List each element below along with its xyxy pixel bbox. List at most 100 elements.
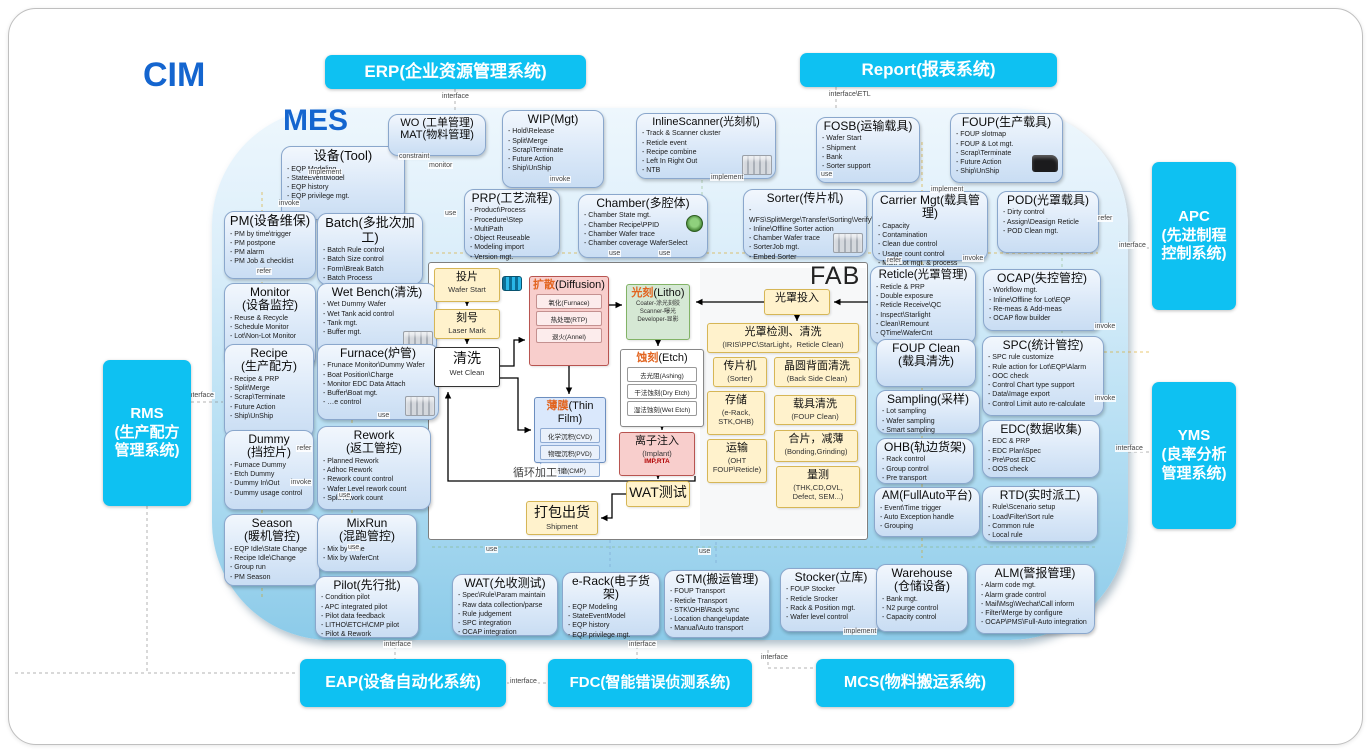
module-item: - EQP Idle\State Change: [230, 545, 307, 553]
module-item-list: - PM by time\trigger- PM postpone- PM al…: [228, 229, 312, 267]
fab-box-title: 运输: [726, 442, 748, 454]
module-item-list: - Recipe & PRP- Split\Merge- Scrap\Termi…: [228, 374, 310, 421]
connector-label: use: [820, 171, 834, 178]
module-item-list: - Condition pilot- APC integrated pilot-…: [319, 592, 415, 639]
fab-box-title: 清洗: [453, 350, 481, 366]
module-item: - Batch Size control: [323, 256, 384, 264]
fab-box-title: 打包出货: [534, 504, 590, 520]
module-item: - Dirty control: [1003, 209, 1045, 217]
connector-label: interface: [509, 678, 538, 685]
fab-box-title: 扩散(Diffusion): [531, 279, 607, 292]
module-item: - Bank: [822, 153, 843, 161]
module-item: - FOUP slotmap: [956, 131, 1007, 139]
module-item: - Inline\Offline Sorter action: [749, 225, 834, 233]
module-title: Warehouse (仓储设备): [891, 566, 953, 594]
module-foup-clean: FOUP Clean (载具清洗): [876, 339, 976, 387]
module-item: - MultiPath: [470, 225, 504, 233]
module-warehouse: Warehouse (仓储设备)- Bank mgt.- N2 purge co…: [876, 564, 968, 632]
module-item: - Double exposure: [876, 293, 934, 301]
module-stocker: Stocker(立库)- FOUP Stocker- Reticle Srock…: [780, 568, 882, 632]
module-item: - Ship\UnShip: [230, 412, 274, 420]
module-item: - Tank mgt.: [323, 319, 358, 327]
module-item: - EDC & PRP: [988, 438, 1031, 446]
fab-box-title: 光罩检测、清洗: [744, 326, 822, 338]
module-item: - Mix by Time: [323, 545, 365, 553]
module-item: - POD Clean mgt.: [1003, 227, 1059, 235]
fab-box-title: 载具清洗: [793, 398, 837, 410]
machine-icon: [742, 155, 772, 175]
module-item-list: - Workflow mgt.- Inline\Offline for Lot\…: [987, 285, 1097, 323]
fab-box-subtitle: Wet Clean: [449, 367, 485, 377]
module-item: - Common rule: [988, 522, 1035, 530]
fab-box-metrology: 量测(THK,CD,OVL, Defect, SEM...): [776, 466, 860, 508]
banner-report: Report(报表系统): [800, 53, 1057, 87]
module-title: Monitor (设备监控): [242, 285, 298, 313]
module-item: - Contamination: [878, 232, 928, 240]
module-furnace: Furnace(炉管)- Frunace Monitor\Dummy Wafer…: [317, 344, 439, 420]
module-item: - Furnace Dummy: [230, 461, 287, 469]
foup-icon: [1032, 155, 1058, 172]
module-item: - Usage count control: [878, 250, 945, 258]
module-item-list: - EQP Idle\State Change- Recipe Idle\Cha…: [228, 544, 316, 582]
module-item: - Local rule: [988, 532, 1023, 540]
fab-box-transport: 运输(OHT FOUP\Reticle): [707, 439, 767, 483]
module-item-list: - FOUP slotmap- FOUP & Lot mgt.- Scrap\T…: [954, 129, 1059, 176]
module-title: OCAP(失控管控): [996, 271, 1087, 285]
module-rework: Rework (返工管控)- Planned Rework- Adhoc Rew…: [317, 426, 431, 510]
module-item: - EQP privilege mgt.: [287, 193, 350, 201]
module-item: - Reticle Transport: [670, 597, 728, 605]
banner-erp: ERP(企业资源管理系统): [325, 55, 586, 89]
module-item: - Control Limit auto re-calculate: [988, 400, 1086, 408]
module-item-list: - SPC rule customize- Rule action for Lo…: [986, 352, 1100, 408]
connector-label: use: [608, 250, 622, 257]
module-item-list: - Mix by Time- Mix by WaferCnt: [321, 544, 413, 563]
fab-box-sorter-station: 传片机(Sorter): [713, 357, 767, 387]
module-item: - Chamber Recipe\PPID: [584, 221, 660, 229]
module-item: - Rule action for Lot\EQP\Alarm: [988, 363, 1087, 371]
module-item: - Data\Image export: [988, 391, 1050, 399]
fab-box-title: 量测: [807, 469, 829, 481]
module-item-list: - Batch Rule control- Batch Size control…: [321, 245, 419, 283]
module-item-list: - Rack control- Group control- Pre trans…: [880, 454, 970, 483]
module-item: - Wafer level control: [786, 614, 848, 622]
module-title: Carrier Mgt(载具管理): [879, 193, 980, 221]
fab-box-title: 投片: [456, 271, 478, 283]
module-item: - Load\Filter\Sort rule: [988, 513, 1054, 521]
module-wat: WAT(允收测试)- Spec\Rule\Param maintain- Raw…: [452, 574, 558, 636]
connector-label: 循环加工: [512, 464, 558, 480]
connector-label: use: [377, 412, 391, 419]
module-item: - Reuse & Recycle: [230, 314, 288, 322]
module-item: - Pilot data feedback: [321, 612, 385, 620]
fab-box-subtitle: Laser Mark: [448, 325, 486, 335]
module-title: Chamber(多腔体): [596, 196, 690, 210]
module-chamber: Chamber(多腔体)- Chamber State mgt.- Chambe…: [578, 194, 708, 258]
fab-box-title-rest: (Etch): [658, 352, 688, 364]
module-item: - Future Action: [508, 156, 554, 164]
module-item: - APC integrated pilot: [321, 603, 388, 611]
module-tool: 设备(Tool)- EQP Modeling- StateEventModel-…: [281, 146, 405, 220]
module-item: - Modeling import: [470, 244, 525, 252]
module-item: - PM Job & checklist: [230, 258, 294, 266]
module-item: - Embed Sorter: [749, 253, 797, 261]
module-item: - Clean due control: [878, 241, 938, 249]
module-item: - Version mgt.: [470, 253, 514, 261]
connector-label: interface: [760, 654, 789, 661]
module-item: - Form\Break Batch: [323, 265, 384, 273]
module-item: - Product\Process: [470, 207, 526, 215]
module-item: - Hold\Release: [508, 128, 555, 136]
fab-sub-step: 物理沉积(PVD): [540, 445, 600, 461]
module-item: - Wet Dummy Wafer: [323, 301, 387, 309]
module-wip: WIP(Mgt)- Hold\Release- Split\Merge- Scr…: [502, 110, 604, 188]
module-item: - Wafer sampling: [882, 417, 935, 425]
module-gtm: GTM(搬运管理)- FOUP Transport- Reticle Trans…: [664, 570, 770, 638]
module-title: Stocker(立库): [794, 570, 868, 584]
module-item: - Chamber Wafer trace: [584, 230, 655, 238]
fab-sub-step: 干法蚀刻(Dry Etch): [626, 384, 698, 400]
connector-label: use: [485, 546, 499, 553]
module-reticle: Reticle(光罩管理)- Reticle & PRP- Double exp…: [870, 266, 976, 344]
module-item: - Rework count control: [323, 476, 394, 484]
module-title: Season (暖机管控): [244, 516, 300, 544]
